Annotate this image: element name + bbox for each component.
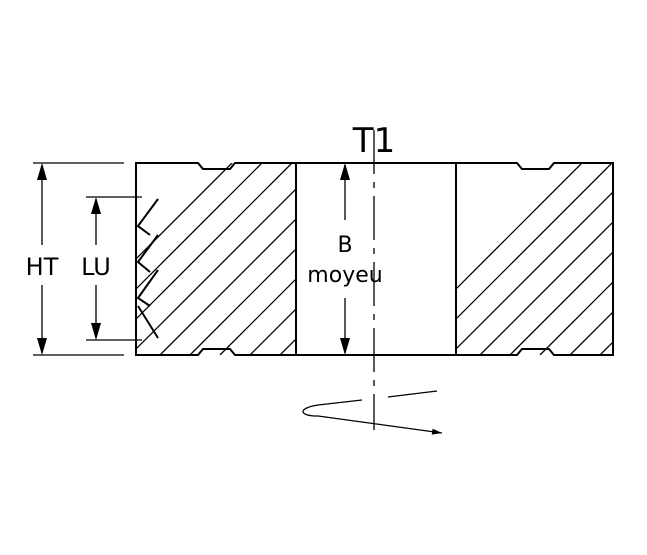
bore-label-top: B <box>337 233 352 258</box>
hatch-right <box>456 163 613 355</box>
bore-arrow-bottom <box>340 338 350 355</box>
ht-arrow-top <box>37 163 47 180</box>
ht-dimension: HT <box>26 162 124 356</box>
lu-label: LU <box>81 253 111 281</box>
rotation-arrow <box>302 390 443 435</box>
hatch-left <box>136 163 296 355</box>
bore-label-bottom: moyeu <box>307 263 382 288</box>
ht-arrow-bottom <box>37 338 47 355</box>
tool-label: T1 <box>352 121 395 161</box>
ht-label: HT <box>26 253 59 281</box>
lu-arrow-bottom <box>91 323 101 340</box>
hub-outline <box>135 162 614 356</box>
cutting-tool-marks <box>136 198 159 339</box>
lu-dimension: LU <box>81 196 142 341</box>
bore-dimension: B moyeu <box>307 163 383 355</box>
lu-arrow-top <box>91 197 101 214</box>
bore-arrow-top <box>340 163 350 180</box>
